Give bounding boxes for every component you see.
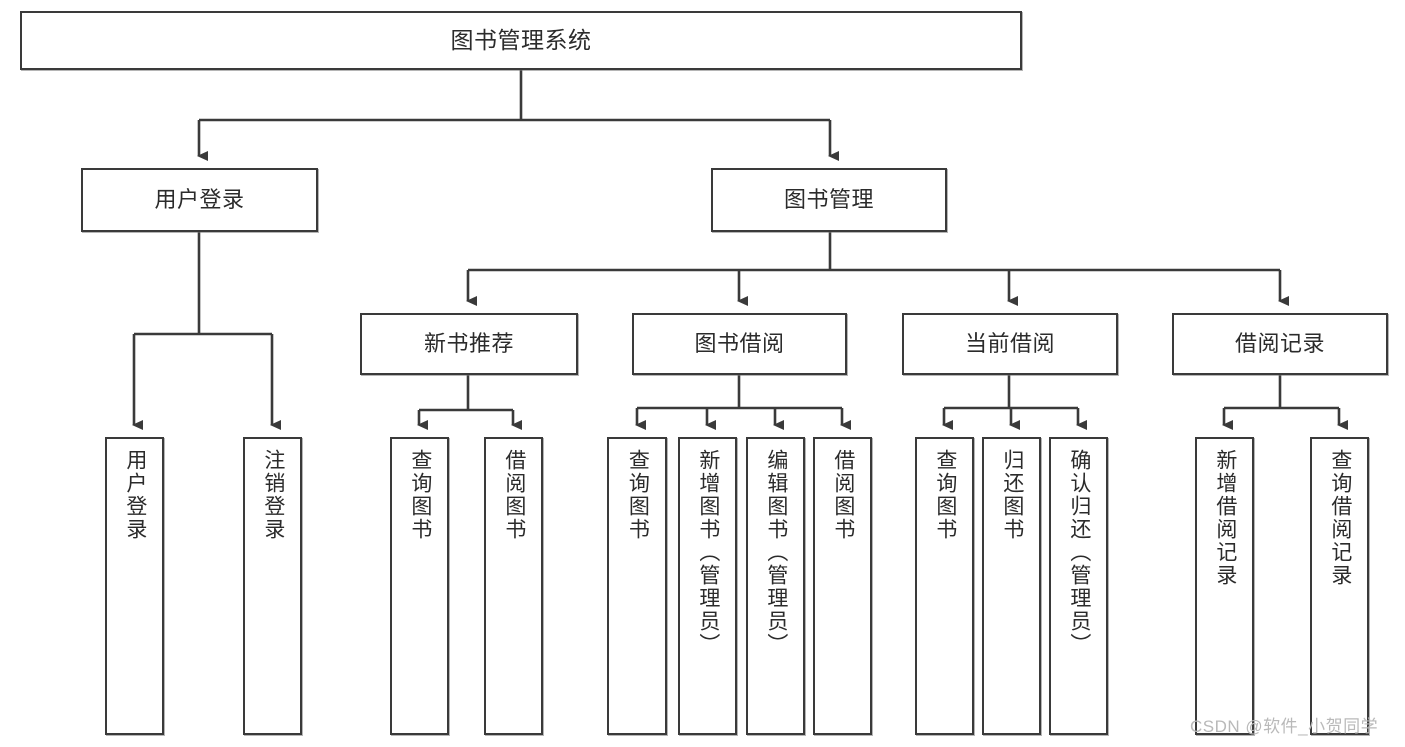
node-leaf-1[interactable]: 注销登录 [243,437,302,735]
node-level2-0-label: 用户登录 [154,186,245,212]
node-leaf-8[interactable]: 查询图书 [915,437,974,735]
node-root[interactable]: 图书管理系统 [20,11,1022,70]
node-leaf-2[interactable]: 查询图书 [390,437,449,735]
node-leaf-11[interactable]: 新增借阅记录 [1195,437,1254,735]
node-leaf-0-label: 用户登录 [123,449,147,541]
node-level2-0[interactable]: 用户登录 [81,168,318,232]
node-leaf-9[interactable]: 归还图书 [982,437,1041,735]
node-leaf-8-label: 查询图书 [933,449,957,541]
node-leaf-5-label: 新增图书（管理员） [696,449,720,656]
node-level2-1[interactable]: 图书管理 [711,168,947,232]
node-level3-1[interactable]: 图书借阅 [632,313,847,375]
node-leaf-7-label: 借阅图书 [831,449,855,541]
node-leaf-0[interactable]: 用户登录 [105,437,164,735]
node-leaf-10[interactable]: 确认归还（管理员） [1049,437,1108,735]
node-leaf-2-label: 查询图书 [408,449,432,541]
node-level3-0-label: 新书推荐 [423,330,514,356]
node-level3-1-label: 图书借阅 [694,330,785,356]
node-leaf-12[interactable]: 查询借阅记录 [1310,437,1369,735]
node-leaf-12-label: 查询借阅记录 [1328,449,1352,587]
node-level3-3-label: 借阅记录 [1234,330,1325,356]
node-leaf-3[interactable]: 借阅图书 [484,437,543,735]
node-level3-2[interactable]: 当前借阅 [902,313,1118,375]
node-level2-1-label: 图书管理 [783,186,874,212]
node-root-label: 图书管理系统 [450,26,592,53]
node-level3-3[interactable]: 借阅记录 [1172,313,1388,375]
node-leaf-5[interactable]: 新增图书（管理员） [678,437,737,735]
node-leaf-4[interactable]: 查询图书 [607,437,667,735]
node-leaf-6-label: 编辑图书（管理员） [764,449,788,656]
csdn-watermark: CSDN @软件_小贺同学 [1190,717,1379,736]
node-leaf-3-label: 借阅图书 [502,449,526,541]
node-leaf-9-label: 归还图书 [1000,449,1024,541]
node-leaf-1-label: 注销登录 [261,449,285,541]
node-leaf-7[interactable]: 借阅图书 [813,437,872,735]
node-level3-2-label: 当前借阅 [964,330,1055,356]
node-level3-0[interactable]: 新书推荐 [360,313,578,375]
node-leaf-6[interactable]: 编辑图书（管理员） [746,437,805,735]
node-leaf-11-label: 新增借阅记录 [1213,449,1237,587]
node-leaf-4-label: 查询图书 [626,449,650,541]
node-leaf-10-label: 确认归还（管理员） [1067,449,1091,656]
